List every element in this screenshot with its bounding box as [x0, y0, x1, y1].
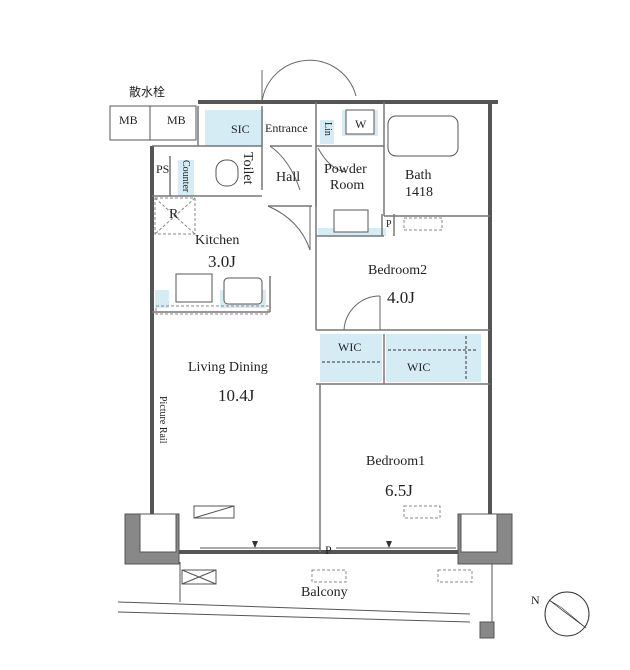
- washer-label: W: [355, 117, 367, 131]
- bedroom2-label: Bedroom2: [368, 263, 428, 278]
- toilet-label: Toilet: [240, 152, 255, 185]
- bath-label: Bath: [405, 168, 432, 183]
- pipe-label: P: [386, 219, 392, 230]
- living-dining-label: Living Dining: [188, 360, 268, 375]
- ps-label: PS: [156, 162, 170, 176]
- compass: [544, 591, 590, 637]
- bedroom1-label: Bedroom1: [366, 454, 426, 469]
- counter-label: Counter: [180, 160, 191, 193]
- wic1-label: WIC: [338, 340, 362, 354]
- kitchen-area: 3.0J: [208, 252, 236, 271]
- balcony-rail: [117, 547, 493, 623]
- kitchen-label: Kitchen: [195, 233, 240, 248]
- misc-boxes: [109, 105, 235, 585]
- powder-room-label-1: Powder: [324, 162, 367, 177]
- outer-walls: [150, 100, 498, 554]
- compass-north-label: N: [531, 593, 540, 607]
- mb-right-label: MB: [167, 113, 186, 127]
- picture-rail-label: Picture Rail: [157, 396, 168, 444]
- sic-label: SIC: [231, 122, 250, 136]
- window-markers: [252, 541, 392, 548]
- dashed-outlines: [154, 197, 473, 583]
- column-inner: [139, 513, 498, 553]
- powder-room-label-2: Room: [330, 178, 365, 193]
- hall-label: Hall: [276, 170, 301, 185]
- bedroom1-area: 6.5J: [385, 481, 413, 500]
- hanger-rails: [322, 336, 478, 380]
- refrigerator-label: R: [169, 207, 179, 222]
- fixtures: [175, 109, 459, 305]
- bath-size-label: 1418: [405, 185, 433, 200]
- mb-left-label: MB: [119, 113, 138, 127]
- balcony-label: Balcony: [301, 585, 348, 600]
- columns: [124, 513, 513, 639]
- wic2-label: WIC: [407, 360, 431, 374]
- entrance-label: Entrance: [265, 121, 308, 135]
- lin-label: Lin: [322, 122, 333, 136]
- interior-walls: [152, 102, 490, 552]
- hydrant-label: 散水栓: [129, 85, 166, 99]
- balcony-pipe-label: P: [325, 543, 332, 557]
- bedroom2-area: 4.0J: [387, 288, 415, 307]
- door-swings: [261, 59, 381, 331]
- living-dining-area: 10.4J: [218, 386, 255, 405]
